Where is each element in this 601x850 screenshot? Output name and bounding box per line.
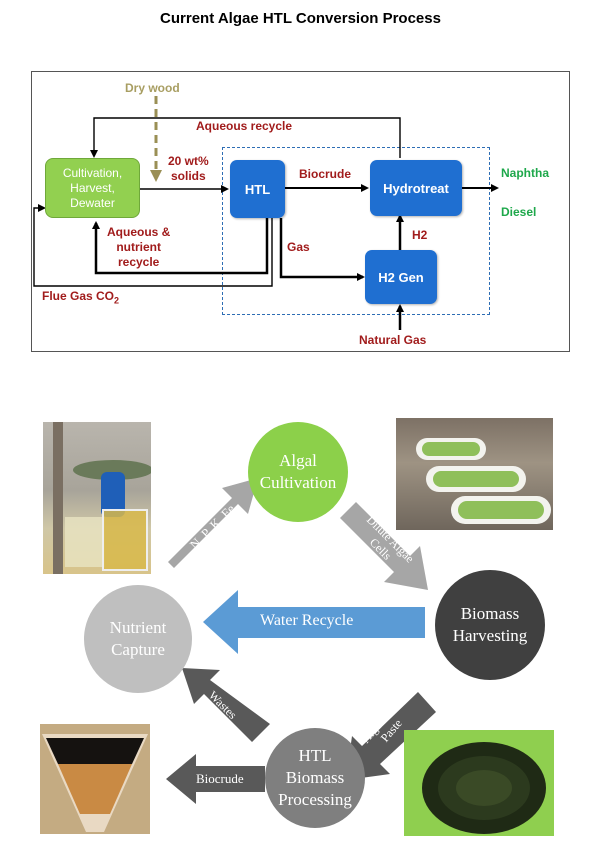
wastes-arrow bbox=[182, 668, 270, 742]
aqueous-nutrient-recycle-label: Aqueous & nutrient recycle bbox=[107, 225, 170, 270]
flue-gas-subscript: 2 bbox=[114, 295, 120, 306]
algal-cultivation-node: Algal Cultivation bbox=[248, 422, 348, 522]
nutrient-capture-node: Nutrient Capture bbox=[84, 585, 192, 693]
htl-box: HTL bbox=[230, 160, 285, 218]
aqueous-recycle-label: Aqueous recycle bbox=[196, 119, 293, 133]
flue-gas-label: Flue Gas CO2 bbox=[42, 289, 119, 308]
aq-line1: Aqueous & bbox=[107, 225, 171, 239]
hydrotreat-box: Hydrotreat bbox=[370, 160, 462, 216]
cultivation-line1: Cultivation, bbox=[62, 165, 123, 180]
raceway-ponds-photo bbox=[396, 418, 553, 530]
aq-line3: recycle bbox=[117, 255, 160, 269]
algae-paste-photo bbox=[404, 730, 554, 836]
nutrient-line2: Capture bbox=[111, 640, 165, 659]
htl-line2: Biomass bbox=[285, 768, 345, 787]
htl-line1: HTL bbox=[298, 746, 332, 765]
h2-label: H2 bbox=[412, 228, 428, 242]
lab-glassware-illustration bbox=[53, 422, 151, 574]
biocrude-cycle-label: Biocrude bbox=[196, 771, 244, 786]
biomass-harvesting-node: Biomass Harvesting bbox=[435, 570, 545, 680]
biocrude-label: Biocrude bbox=[299, 167, 352, 181]
aq-line2: nutrient bbox=[116, 240, 161, 254]
naphtha-label: Naphtha bbox=[501, 166, 549, 180]
natural-gas-label: Natural Gas bbox=[359, 333, 427, 347]
cultivation-harvest-dewater-box: Cultivation, Harvest, Dewater bbox=[45, 158, 140, 218]
algae-paste-illustration bbox=[404, 730, 554, 836]
solids-line2: solids bbox=[171, 169, 206, 183]
raceway-ponds-illustration bbox=[416, 438, 551, 524]
biocrude-arrow bbox=[166, 754, 265, 804]
flue-gas-text: Flue Gas CO bbox=[42, 289, 115, 303]
flow-connectors bbox=[33, 96, 499, 330]
biomass-line1: Biomass bbox=[460, 604, 520, 623]
biomass-line2: Harvesting bbox=[452, 626, 528, 645]
htl-gas-to-h2gen bbox=[279, 218, 365, 281]
cultivation-line3: Dewater bbox=[70, 195, 115, 210]
nutrient-line1: Nutrient bbox=[109, 618, 167, 637]
nutrient-recycle-line bbox=[92, 218, 269, 275]
process-frame bbox=[31, 71, 570, 352]
solids-label: 20 wt% solids bbox=[168, 154, 209, 184]
conversion-boundary bbox=[222, 147, 490, 315]
flue-gas-line bbox=[33, 204, 273, 287]
solids-line1: 20 wt% bbox=[168, 154, 209, 168]
diagram-title: Current Algae HTL Conversion Process bbox=[160, 10, 441, 27]
water-recycle-label: Water Recycle bbox=[260, 612, 354, 629]
biocrude-separation-photo bbox=[40, 724, 150, 834]
dry-wood-label: Dry wood bbox=[125, 81, 180, 95]
nutrient-capture-photo bbox=[43, 422, 151, 574]
npk-arrow bbox=[168, 478, 258, 568]
htl-processing-node: HTL Biomass Processing bbox=[265, 728, 365, 828]
paste-arrow bbox=[346, 692, 436, 780]
htl-line3: Processing bbox=[278, 790, 352, 809]
separatory-funnel-illustration bbox=[40, 724, 150, 834]
h2-gen-box: H2 Gen bbox=[365, 250, 437, 304]
aqueous-recycle-line bbox=[90, 117, 401, 158]
cultivation-line2: Harvest, bbox=[70, 180, 115, 195]
water-recycle-arrow bbox=[203, 590, 425, 654]
algal-line2: Cultivation bbox=[259, 473, 337, 492]
diesel-label: Diesel bbox=[501, 205, 537, 219]
gas-label: Gas bbox=[287, 240, 310, 254]
dilute-arrow bbox=[338, 502, 428, 590]
algal-line1: Algal bbox=[279, 451, 317, 470]
